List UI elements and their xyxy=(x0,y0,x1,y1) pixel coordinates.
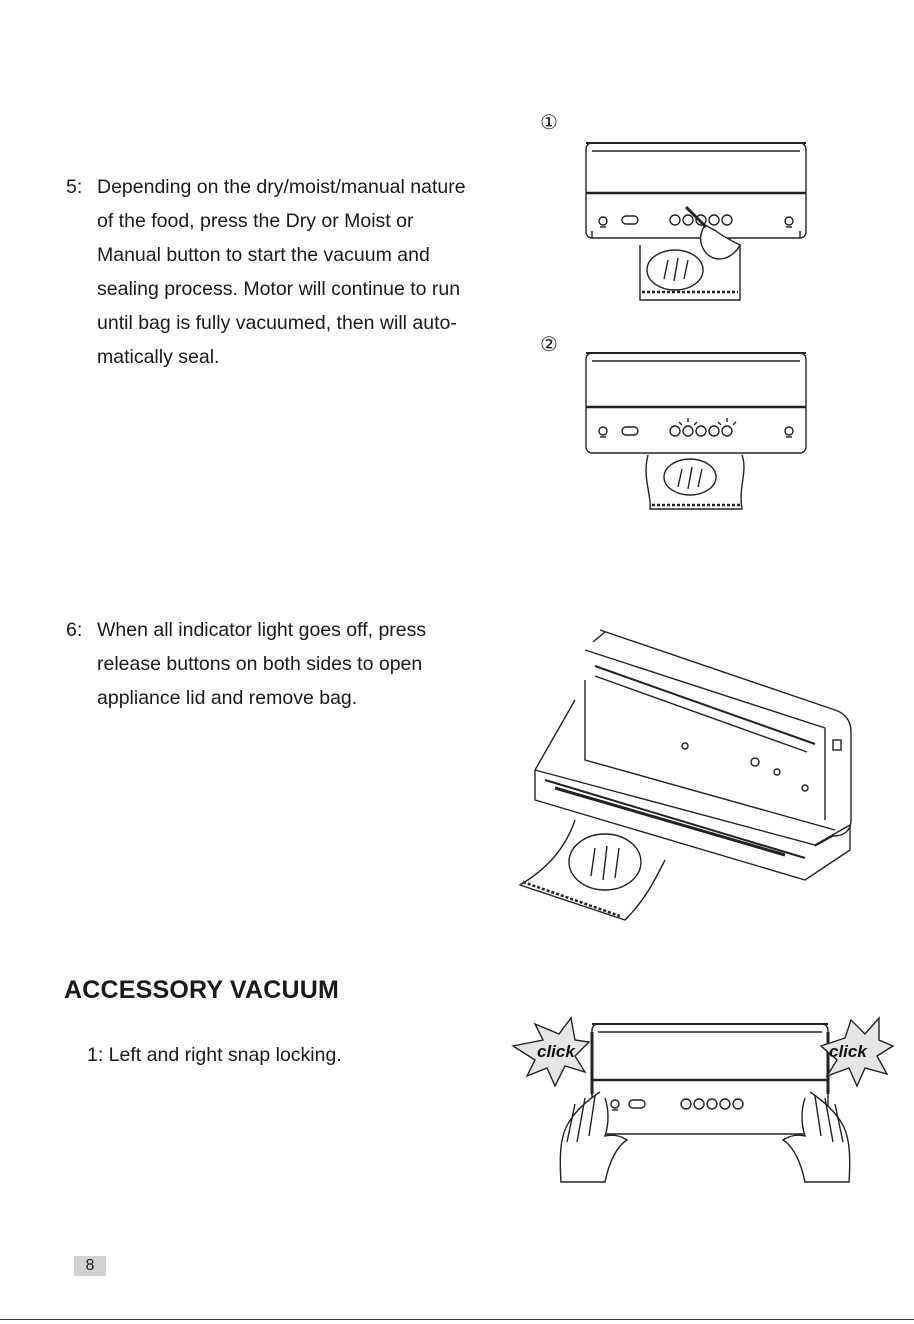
left-hand xyxy=(559,1091,629,1183)
step-6-number: 6: xyxy=(66,619,83,641)
step-6-line: When all indicator light goes off, press xyxy=(97,619,427,641)
step-6-line: appliance lid and remove bag. xyxy=(97,687,358,709)
step-5-line: sealing process. Motor will continue to … xyxy=(97,278,461,300)
figure-4-snap-locking: click click xyxy=(511,1016,895,1183)
step-5-line: Depending on the dry/moist/manual nature xyxy=(97,176,466,198)
step-5-line: until bag is fully vacuumed, then will a… xyxy=(97,312,457,334)
step-6: 6: When all indicator light goes off, pr… xyxy=(66,613,536,715)
page-number: 8 xyxy=(74,1256,106,1276)
click-label-right: click xyxy=(829,1042,868,1061)
step-5: 5: Depending on the dry/moist/manual nat… xyxy=(66,170,536,374)
click-label-left: click xyxy=(537,1042,576,1061)
step-5-line: of the food, press the Dry or Moist or xyxy=(97,210,414,232)
figure-1-press-button: ① xyxy=(540,112,807,301)
figure-3-open-lid xyxy=(518,629,852,921)
step-6-line: release buttons on both sides to open xyxy=(97,653,423,675)
click-burst-right xyxy=(819,1016,895,1088)
bottom-rule xyxy=(0,1319,914,1320)
figure-2-lights-flashing: ② xyxy=(540,334,807,510)
right-hand xyxy=(781,1091,851,1183)
figure-1-marker: ① xyxy=(540,112,558,134)
section-title: ACCESSORY VACUUM xyxy=(64,976,339,1004)
click-burst-left xyxy=(511,1016,591,1088)
step-5-number: 5: xyxy=(66,176,83,198)
accessory-step-1: 1: Left and right snap locking. xyxy=(87,1044,342,1066)
step-5-line: matically seal. xyxy=(97,346,220,368)
figure-2-marker: ② xyxy=(540,334,558,356)
step-5-line: Manual button to start the vacuum and xyxy=(97,244,430,266)
